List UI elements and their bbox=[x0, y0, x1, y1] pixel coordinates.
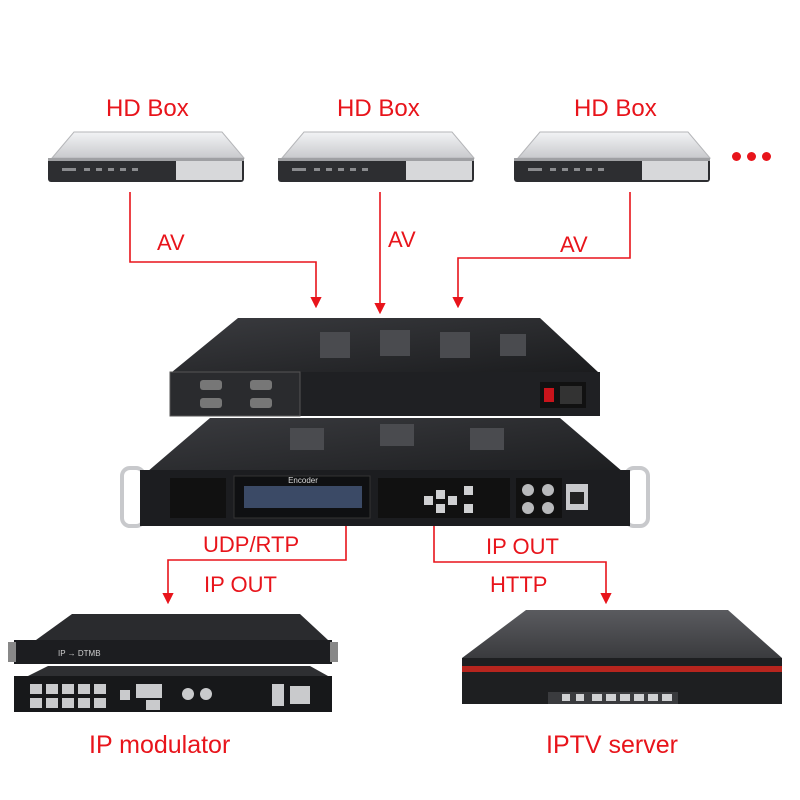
hd-box-2 bbox=[278, 131, 476, 182]
av-connector-1 bbox=[129, 192, 322, 309]
av-label-1: AV bbox=[157, 230, 185, 255]
hd-box-1 bbox=[48, 131, 246, 182]
more-devices-ellipsis bbox=[732, 148, 777, 166]
av-label-2: AV bbox=[388, 227, 416, 252]
iptv-server-label: IPTV server bbox=[546, 731, 678, 759]
udp-rtp-label: UDP/RTP bbox=[203, 532, 300, 557]
hd-box-2-label: HD Box bbox=[337, 95, 420, 122]
av-label-3: AV bbox=[560, 232, 588, 257]
http-output-connector bbox=[433, 526, 612, 605]
ip-modulator-label: IP modulator bbox=[89, 731, 231, 759]
hd-box-3 bbox=[514, 131, 712, 182]
hd-box-3-label: HD Box bbox=[574, 95, 657, 122]
encoder-rear-unit bbox=[169, 318, 600, 417]
ip-modulator-device: IP → DTMB bbox=[8, 614, 338, 712]
encoder-display-text: Encoder bbox=[288, 476, 318, 485]
right-ip-out-label: IP OUT bbox=[486, 534, 559, 559]
http-label: HTTP bbox=[490, 572, 548, 597]
ip-modulator-front-text: IP → DTMB bbox=[58, 649, 101, 658]
udp-output-connector bbox=[162, 526, 347, 605]
hd-box-1-label: HD Box bbox=[106, 95, 189, 122]
iptv-server-device bbox=[462, 610, 782, 704]
encoder-front-unit: Encoder bbox=[120, 418, 650, 528]
av-connector-3 bbox=[452, 192, 631, 309]
left-ip-out-label: IP OUT bbox=[204, 572, 277, 597]
